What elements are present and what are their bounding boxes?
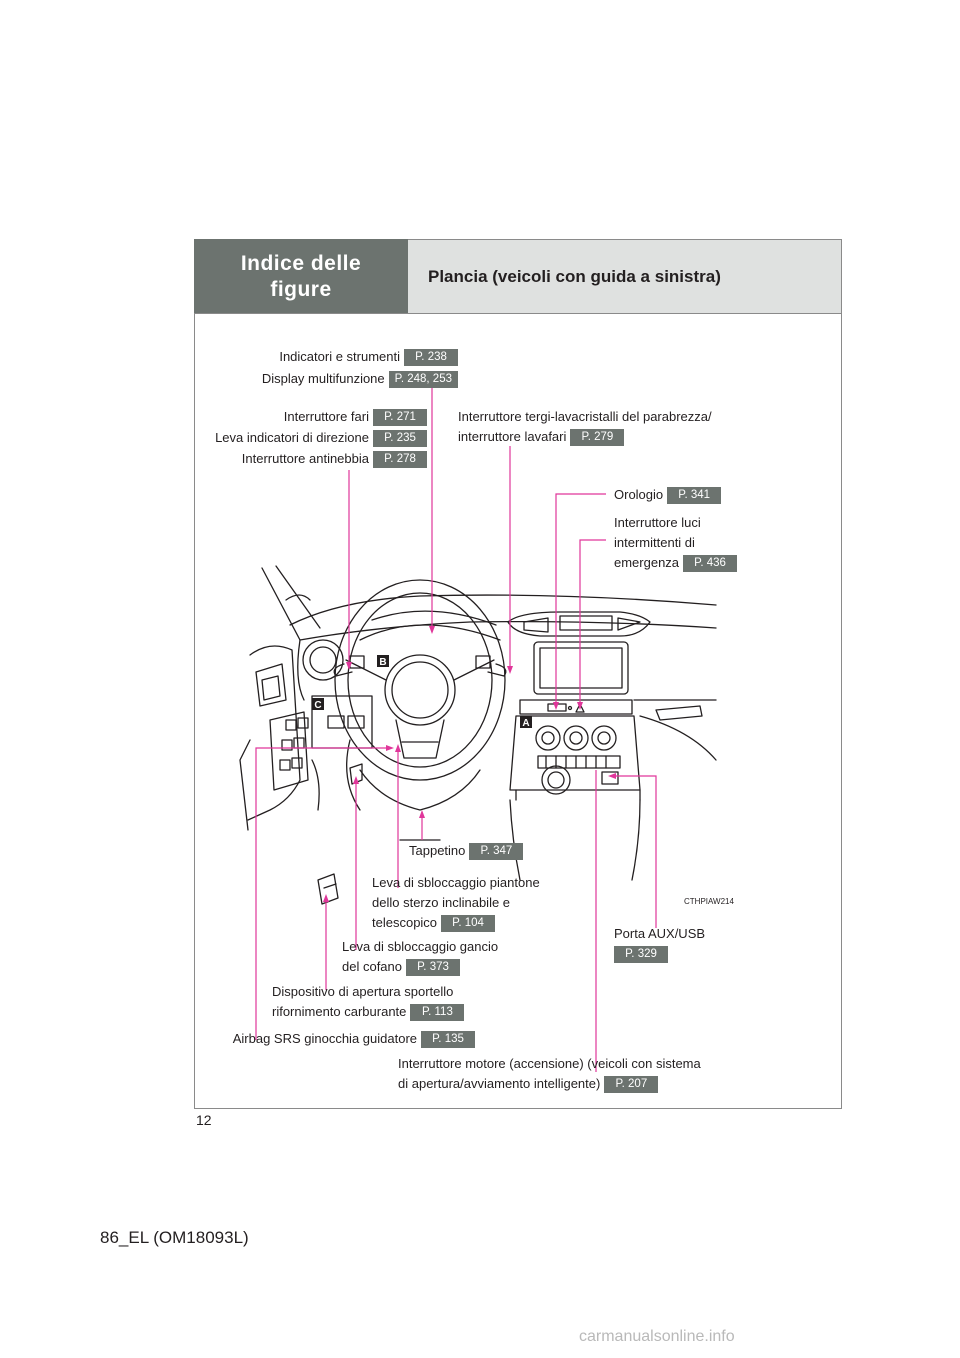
section-title: Indice delle figure [240,251,362,301]
page-ref[interactable]: P. 238 [404,349,458,367]
image-code: CTHPIAW214 [684,897,734,906]
page-title: Plancia (veicoli con guida a sinistra) [408,239,842,314]
header-divider [194,313,842,314]
page-number: 12 [196,1112,212,1128]
callout-c: C [314,700,321,711]
page-ref[interactable]: P. 207 [604,1076,659,1094]
page-ref[interactable]: P. 104 [441,915,496,933]
watermark: carmanualsonline.info [579,1328,735,1345]
callout-b: B [379,657,386,668]
page-ref[interactable]: P. 248, 253 [388,371,458,389]
page-ref[interactable]: P. 271 [373,409,427,427]
section-tab: Indice delle figure [194,239,408,314]
label-motore: Interruttore motore (accensione) (veicol… [398,1054,701,1094]
label-tergi: Interruttore tergi-lavacristalli del par… [458,407,712,447]
page-ref[interactable]: P. 347 [469,843,524,861]
page-ref[interactable]: P. 373 [406,959,460,977]
page-ref[interactable]: P. 278 [373,451,427,469]
page-ref[interactable]: P. 436 [683,555,738,573]
page-ref[interactable]: P. 235 [373,430,427,448]
document-code: 86_EL (OM18093L) [100,1228,249,1247]
page-ref[interactable]: P. 113 [410,1004,465,1022]
page-ref[interactable]: P. 135 [421,1031,475,1049]
page-ref[interactable]: P. 329 [614,946,668,964]
page-ref[interactable]: P. 341 [667,487,722,505]
callout-a: A [522,718,529,729]
page-ref[interactable]: P. 279 [570,429,625,447]
